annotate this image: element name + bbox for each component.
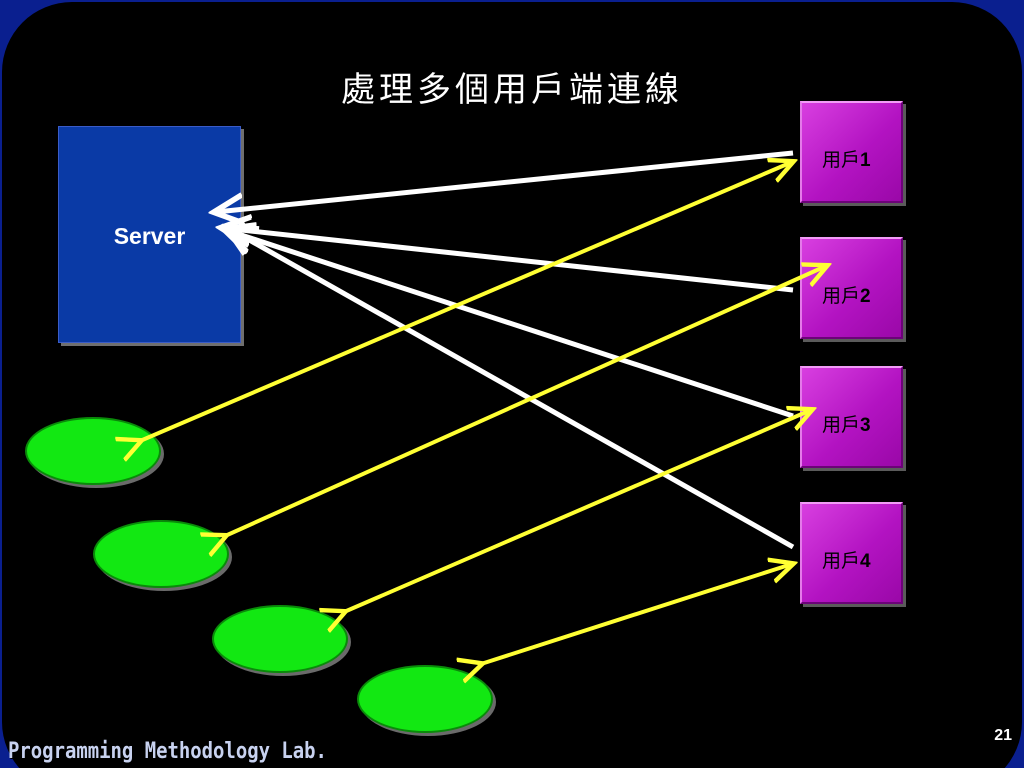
page-number: 21 <box>994 727 1012 744</box>
reply-arrow-3 <box>344 410 811 612</box>
request-arrow-1 <box>216 150 794 212</box>
reply-arrow-1 <box>140 162 792 441</box>
client-label-1: 用戶1 <box>822 150 871 171</box>
client-box-1: 用戶1 <box>800 101 903 203</box>
reply-arrow-2 <box>225 266 826 536</box>
reply-arrow-4 <box>481 564 792 664</box>
footer-lab-name: Programming Methodology Lab. <box>8 739 327 764</box>
slide-title: 處理多個用戶端連線 <box>341 70 683 110</box>
